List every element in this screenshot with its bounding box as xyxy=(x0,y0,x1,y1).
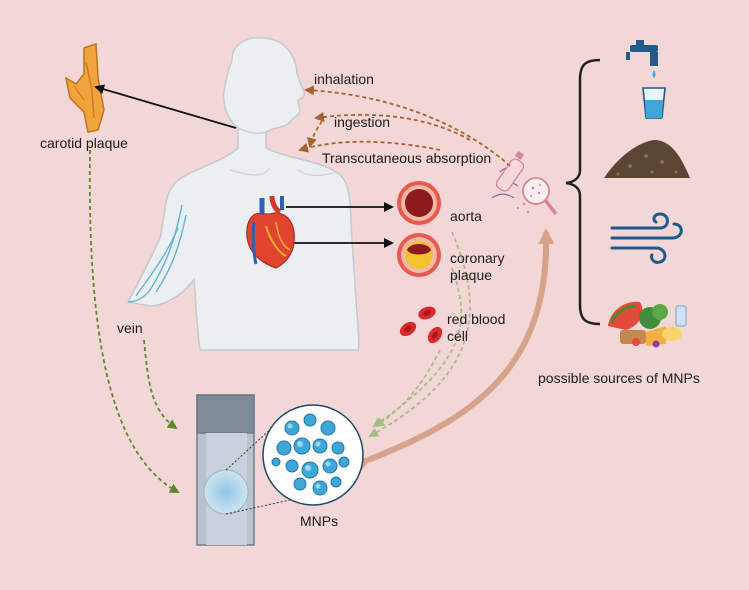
sources-bracket xyxy=(565,58,601,326)
red-blood-cells-icon xyxy=(399,306,443,344)
arrow-carotid-to-sample xyxy=(88,149,180,493)
ingestion-label: ingestion xyxy=(334,114,391,130)
vein-lines xyxy=(127,204,187,303)
red-blood-cell-label-line1: red blood xyxy=(447,311,506,327)
mnp-magnified-icon xyxy=(262,404,364,506)
arrow-vein-to-sample xyxy=(143,339,178,430)
coronary-plaque-label-line1: coronary xyxy=(450,250,505,266)
arrow-rbc-to-mnps xyxy=(374,349,441,428)
arrow-coronary-to-mnps xyxy=(372,267,463,428)
possible-sources-label: possible sources of MNPs xyxy=(538,370,700,386)
soil-pile-icon xyxy=(604,140,690,178)
coronary-plaque-cross-section-icon xyxy=(397,233,441,277)
arrow-transcutaneous xyxy=(298,140,441,153)
arrow-ingestion xyxy=(307,120,323,148)
inhalation-label: inhalation xyxy=(314,71,374,87)
wind-icon xyxy=(610,212,683,264)
aorta-cross-section-icon xyxy=(397,181,441,225)
carotid-plaque-label: carotid plaque xyxy=(40,135,128,151)
arrow-body-to-carotid xyxy=(94,84,237,129)
plastic-waste-magnifier-icon xyxy=(491,150,558,216)
vein-label: vein xyxy=(117,320,143,336)
carotid-plaque-icon xyxy=(64,42,105,133)
arrow-inhalation xyxy=(304,85,511,167)
coronary-plaque-label-line2: plaque xyxy=(450,267,493,283)
mnps-label: MNPs xyxy=(300,513,339,529)
food-icon xyxy=(608,301,687,348)
arrow-ingestion-upper xyxy=(314,111,471,141)
aorta-label: aorta xyxy=(450,208,482,224)
water-tap-glass-icon xyxy=(626,40,666,119)
red-blood-cell-label-line2: cell xyxy=(447,328,469,344)
arrow-mnps-to-sources xyxy=(353,228,555,472)
transcutaneous-label: Transcutaneous absorption xyxy=(322,150,492,166)
zoom-line-bottom xyxy=(225,499,291,515)
sample-tube-icon xyxy=(196,394,255,546)
heart-icon xyxy=(246,195,295,269)
zoom-line-top xyxy=(225,425,275,471)
